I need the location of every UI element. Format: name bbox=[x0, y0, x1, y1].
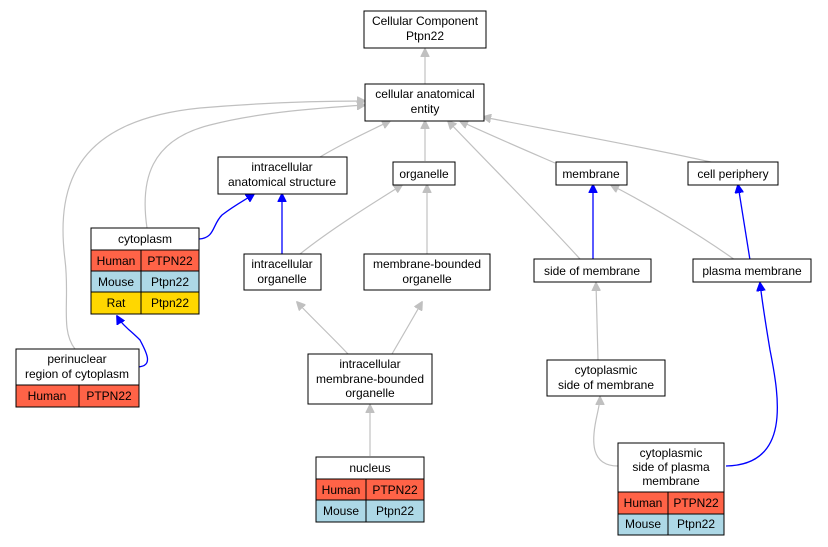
node-label-line: cytoplasmic bbox=[575, 363, 638, 377]
edge-intraorg-to-organelle bbox=[299, 185, 402, 255]
node-label-line: organelle bbox=[399, 167, 449, 181]
gene-label: PTPN22 bbox=[673, 496, 719, 510]
gene-cell-rat bbox=[140, 291, 200, 315]
node-nucleus[interactable]: nucleus Human PTPN22 Mouse Ptpn22 bbox=[315, 456, 425, 523]
node-label-line: organelle bbox=[402, 272, 452, 286]
node-label-line: membrane-bounded bbox=[373, 257, 481, 271]
node-label-line: intracellular bbox=[251, 160, 312, 174]
node-label-line: intracellular bbox=[339, 357, 400, 371]
node-label-line: Cellular Component bbox=[372, 14, 479, 28]
node-label-line: Ptpn22 bbox=[406, 29, 444, 43]
node-label-line: side of membrane bbox=[558, 378, 654, 392]
gene-label: PTPN22 bbox=[147, 254, 193, 268]
node-label-line: perinuclear bbox=[47, 352, 106, 366]
node-organelle[interactable]: organelle bbox=[392, 161, 456, 186]
gene-label: PTPN22 bbox=[372, 483, 418, 497]
node-plasma-membrane[interactable]: plasma membrane bbox=[692, 258, 812, 283]
node-label-line: organelle bbox=[345, 386, 395, 400]
gene-label: Ptpn22 bbox=[376, 504, 414, 518]
node-label-line: membrane bbox=[642, 474, 700, 488]
edges bbox=[62, 49, 778, 467]
edge-cytoplasm-partof-ias bbox=[198, 194, 254, 240]
node-label-line: cytoplasm bbox=[118, 232, 172, 246]
node-label-line: plasma membrane bbox=[702, 264, 802, 278]
species-label: Human bbox=[322, 483, 361, 497]
node-side-of-membrane[interactable]: side of membrane bbox=[533, 258, 652, 283]
species-label: Human bbox=[28, 389, 67, 403]
species-label: Mouse bbox=[323, 504, 359, 518]
node-label-line: side of plasma bbox=[632, 460, 710, 474]
edge-perinuclear-to-cae bbox=[62, 101, 365, 350]
node-label-line: anatomical structure bbox=[228, 175, 336, 189]
gene-label: Ptpn22 bbox=[151, 275, 189, 289]
node-membrane-bounded-organelle[interactable]: membrane-bounded organelle bbox=[363, 253, 491, 291]
node-intracellular-membrane-bounded-organelle[interactable]: intracellular membrane-bounded organelle bbox=[307, 353, 433, 405]
edge-cytoside-to-sidemem bbox=[596, 283, 598, 361]
edge-plasma-to-membrane bbox=[611, 185, 736, 261]
node-perinuclear-region-of-cytoplasm[interactable]: perinuclear region of cytoplasm Human PT… bbox=[15, 348, 140, 408]
node-cellular-component-root[interactable]: Cellular Component Ptpn22 bbox=[363, 10, 487, 49]
edge-cytosidepm-to-cytoside bbox=[593, 397, 619, 467]
edge-periphery-to-cae bbox=[483, 117, 716, 164]
gene-label: Ptpn22 bbox=[151, 296, 189, 310]
species-label: Rat bbox=[107, 296, 126, 310]
gene-cell-human bbox=[78, 384, 140, 408]
node-label-line: cellular anatomical bbox=[375, 87, 474, 101]
node-label-line: entity bbox=[411, 102, 440, 116]
gene-label: PTPN22 bbox=[86, 389, 132, 403]
gene-cell-mouse bbox=[667, 513, 725, 536]
edge-cytosidepm-partof-plasma bbox=[725, 283, 778, 467]
node-intracellular-anatomical-structure[interactable]: intracellular anatomical structure bbox=[217, 156, 348, 195]
gene-label: Ptpn22 bbox=[677, 517, 715, 531]
edge-membrane-to-cae bbox=[460, 121, 556, 164]
edge-imbo-to-intraorg bbox=[297, 302, 349, 355]
node-cytoplasmic-side-of-plasma-membrane[interactable]: cytoplasmic side of plasma membrane Huma… bbox=[617, 442, 725, 536]
node-label-line: cytoplasmic bbox=[640, 446, 703, 460]
node-label-line: membrane bbox=[562, 167, 620, 181]
species-label: Mouse bbox=[98, 275, 134, 289]
node-label-line: side of membrane bbox=[544, 264, 640, 278]
edge-sidemem-to-cae bbox=[448, 121, 581, 260]
edge-perinuclear-partof-cytoplasm bbox=[117, 316, 149, 368]
edge-cytoplasm-to-cae bbox=[144, 105, 365, 229]
edge-imbo-to-mbo bbox=[391, 302, 422, 355]
node-cytoplasmic-side-of-membrane[interactable]: cytoplasmic side of membrane bbox=[546, 359, 666, 397]
node-label-line: nucleus bbox=[349, 461, 390, 475]
node-label-line: region of cytoplasm bbox=[25, 367, 129, 381]
species-label: Human bbox=[97, 254, 136, 268]
node-intracellular-organelle[interactable]: intracellular organelle bbox=[243, 253, 322, 291]
species-label: Mouse bbox=[625, 517, 661, 531]
node-cytoplasm[interactable]: cytoplasm Human PTPN22 Mouse Ptpn22 Rat … bbox=[90, 227, 200, 315]
node-cellular-anatomical-entity[interactable]: cellular anatomical entity bbox=[364, 83, 485, 122]
node-cell-periphery[interactable]: cell periphery bbox=[687, 161, 779, 186]
node-label-line: cell periphery bbox=[697, 167, 768, 181]
edge-plasma-partof-periphery bbox=[738, 185, 751, 261]
node-label-line: membrane-bounded bbox=[316, 372, 424, 386]
node-membrane[interactable]: membrane bbox=[555, 161, 628, 186]
edge-ias-to-cae bbox=[319, 121, 390, 158]
species-label: Human bbox=[624, 496, 663, 510]
gene-cell-mouse bbox=[365, 499, 425, 523]
node-label-line: intracellular bbox=[251, 257, 312, 271]
node-label-line: organelle bbox=[257, 272, 307, 286]
